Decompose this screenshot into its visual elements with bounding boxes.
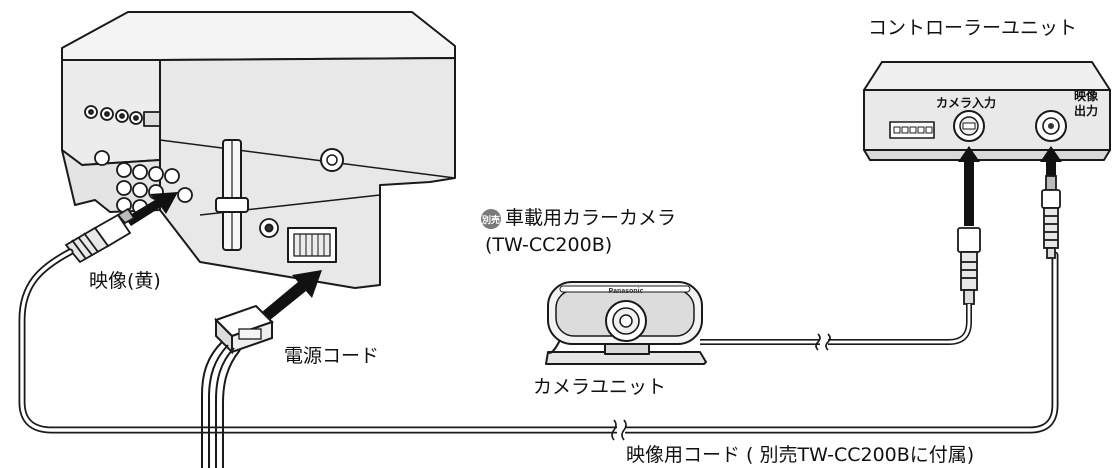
- video-output-label-line1: 映像: [1074, 89, 1099, 103]
- power-arrow: [262, 270, 322, 320]
- camera-cable: [700, 304, 972, 345]
- camera-unit-label: カメラユニット: [533, 376, 667, 398]
- camera-cable-break: [815, 333, 831, 351]
- power-connector: [214, 304, 274, 355]
- camera-unit: [545, 281, 707, 365]
- video-plug-arrow: [125, 192, 178, 226]
- video-output-arrow: [1040, 146, 1062, 176]
- main-unit-top: [61, 11, 456, 61]
- camera-input-arrow: [958, 146, 980, 226]
- video-cord-label: 映像用コード ( 別売TW-CC200Bに付属): [626, 444, 975, 466]
- video-plug-right: [1041, 175, 1061, 259]
- car-camera-label: 車載用カラーカメラ: [505, 207, 677, 229]
- video-plug-left: [64, 207, 136, 264]
- video-yellow-label: 映像(黄): [89, 270, 161, 292]
- video-output-label-line2: 出力: [1074, 104, 1099, 118]
- main-unit: [61, 11, 456, 289]
- controller-unit-label: コントローラーユニット: [868, 17, 1078, 39]
- camera-input-label: カメラ入力: [936, 96, 997, 110]
- cord-break-mark: [611, 419, 627, 441]
- sold-separately-badge: 別売: [481, 209, 501, 229]
- power-wires: [201, 341, 241, 468]
- camera-model-label: (TW-CC200B): [485, 234, 613, 256]
- controller-unit: [863, 61, 1111, 161]
- camera-cable-plug: [957, 227, 981, 305]
- jack-row: [84, 105, 161, 127]
- camera-brand: Panasonic: [608, 288, 643, 295]
- ground-terminal: [94, 150, 110, 166]
- power-cord-label: 電源コード: [284, 345, 380, 367]
